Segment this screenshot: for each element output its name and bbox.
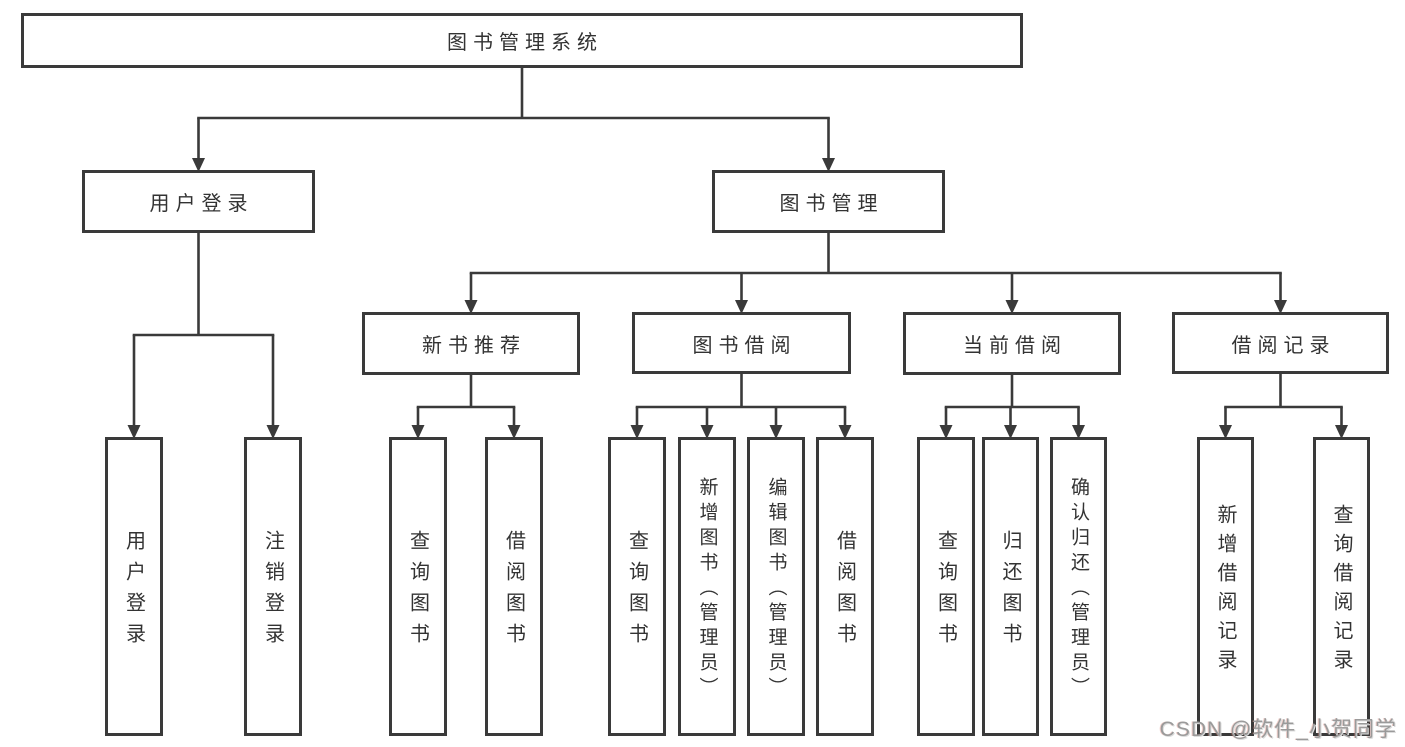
node-label-v-bb-query: 查询图书	[625, 530, 648, 654]
node-label-current-borrow: 当前借阅	[963, 335, 1067, 357]
node-v-bb-add: 新增图书（管理员）	[678, 437, 736, 736]
node-label-v-cb-query: 查询图书	[934, 530, 957, 654]
node-v-bb-borrow: 借阅图书	[816, 437, 874, 736]
node-current-borrow: 当前借阅	[903, 312, 1121, 375]
node-label-user-login: 用户登录	[149, 193, 254, 215]
node-label-new-book-rec: 新书推荐	[422, 335, 526, 357]
node-v-logout: 注销登录	[244, 437, 302, 736]
node-v-nb-borrow: 借阅图书	[485, 437, 543, 736]
node-v-cb-confirm: 确认归还（管理员）	[1050, 437, 1107, 736]
node-label-v-logout: 注销登录	[261, 530, 284, 654]
node-label-v-nb-query: 查询图书	[406, 530, 429, 654]
csdn-watermark: CSDN @软件_小贺同学	[1159, 718, 1397, 741]
node-v-cb-query: 查询图书	[917, 437, 975, 736]
node-root: 图书管理系统	[21, 13, 1023, 68]
node-v-bb-query: 查询图书	[608, 437, 666, 736]
node-v-br-add: 新增借阅记录	[1197, 437, 1254, 736]
node-v-nb-query: 查询图书	[389, 437, 447, 736]
node-label-book-borrow: 图书借阅	[692, 334, 797, 357]
node-label-v-br-query: 查询借阅记录	[1330, 504, 1352, 678]
node-v-cb-return: 归还图书	[982, 437, 1039, 736]
node-label-v-user-login: 用户登录	[122, 530, 145, 654]
node-borrow-records: 借阅记录	[1172, 312, 1389, 374]
node-label-borrow-records: 借阅记录	[1231, 334, 1336, 357]
node-label-v-cb-confirm: 确认归还（管理员）	[1068, 477, 1089, 702]
node-v-bb-edit: 编辑图书（管理员）	[747, 437, 805, 736]
node-book-mgmt: 图书管理	[712, 170, 945, 233]
node-label-v-nb-borrow: 借阅图书	[502, 530, 525, 654]
node-user-login: 用户登录	[82, 170, 315, 233]
node-v-br-query: 查询借阅记录	[1313, 437, 1370, 736]
node-book-borrow: 图书借阅	[632, 312, 851, 374]
node-v-user-login: 用户登录	[105, 437, 163, 736]
node-label-v-bb-edit: 编辑图书（管理员）	[765, 477, 787, 702]
node-label-v-bb-add: 新增图书（管理员）	[696, 477, 718, 702]
node-label-v-br-add: 新增借阅记录	[1214, 504, 1236, 678]
node-new-book-rec: 新书推荐	[362, 312, 580, 375]
node-label-v-bb-borrow: 借阅图书	[833, 530, 856, 654]
node-label-v-cb-return: 归还图书	[999, 530, 1021, 654]
node-label-root: 图书管理系统	[447, 32, 603, 54]
node-label-book-mgmt: 图书管理	[779, 193, 884, 215]
